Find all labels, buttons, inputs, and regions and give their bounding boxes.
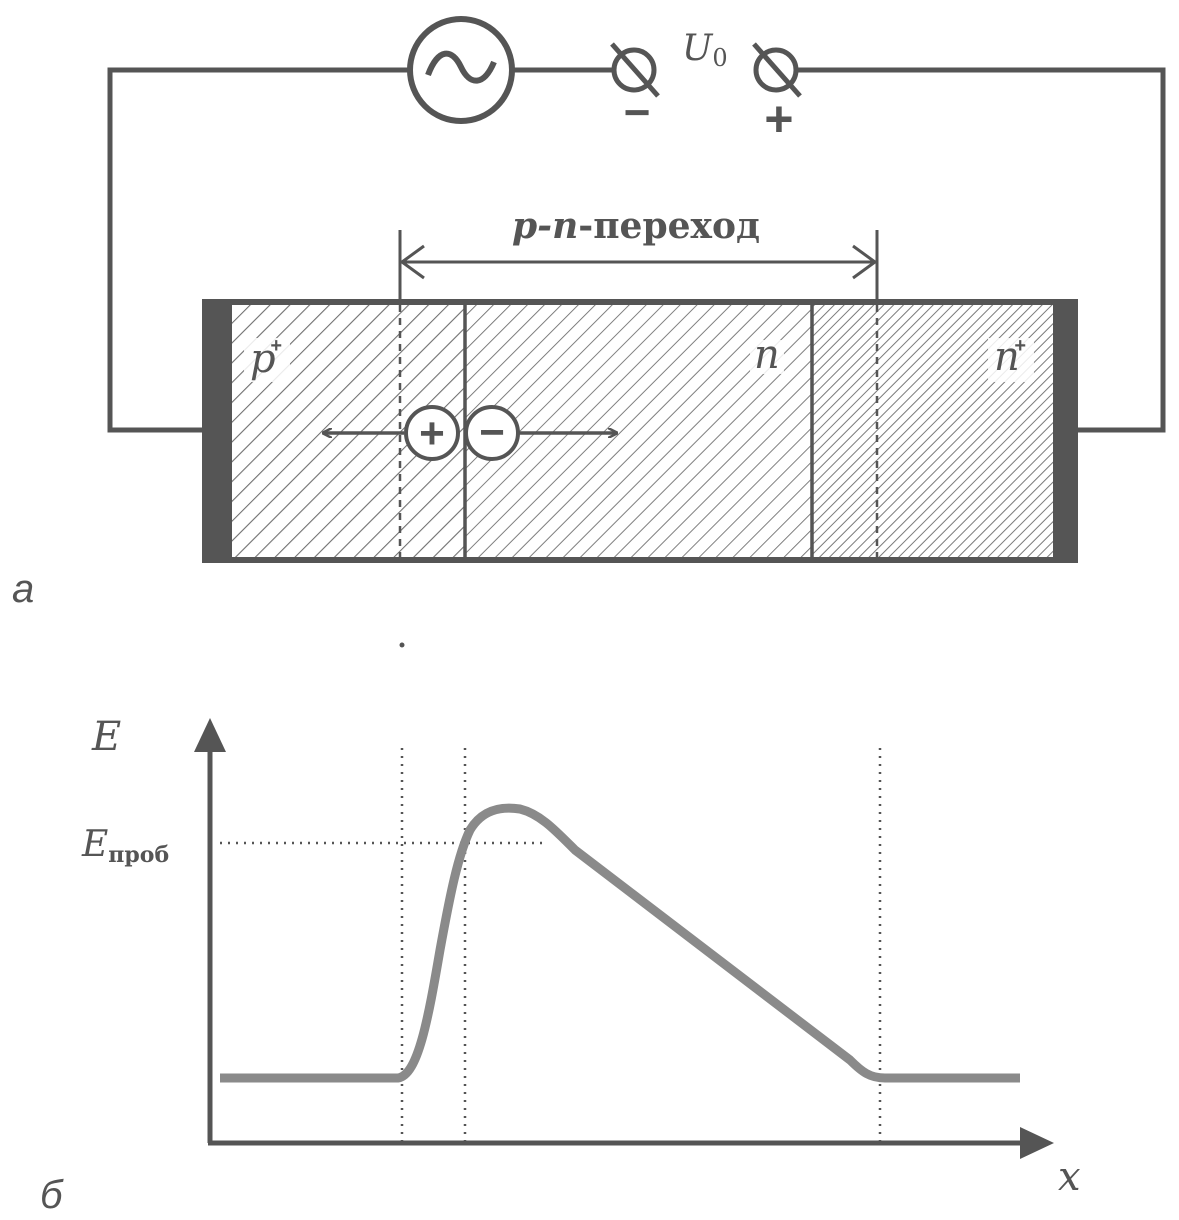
junction-width-indicator [398,230,879,300]
breakdown-field-label: Eпроб [81,824,169,868]
guide-lines [220,748,882,1143]
ac-source-icon [407,16,515,124]
svg-text:n: n [754,332,780,378]
field-curve [220,803,1020,1083]
voltage-label: U0 [682,28,728,72]
svg-text:n: n [994,334,1020,380]
x-axis-arrow-icon [1020,1127,1054,1159]
plus-sign: + [763,91,792,147]
axes [194,718,1054,1159]
y-axis-label: E [91,714,121,760]
x-axis-label: x [1058,1154,1081,1200]
panel-label-a: а [12,567,34,611]
panel-a: − + U0 p-n-переход [12,16,1166,611]
right-contact [1053,302,1075,560]
region-label-p: p + [244,335,290,382]
y-axis-arrow-icon [194,718,226,752]
electron-icon: − [464,405,520,461]
hole-icon: + [404,405,460,461]
circuit-wires [107,67,1166,433]
svg-text:−: − [479,408,505,457]
semiconductor-bar [202,299,1078,563]
panel-b: E x Eпроб б [40,714,1081,1217]
terminal-icon [610,42,660,98]
svg-text:+: + [1014,335,1026,357]
panel-label-b: б [40,1173,64,1217]
svg-text:p: p [250,336,276,382]
region-label-n: n [750,332,784,378]
print-speck [399,642,405,648]
junction-label: p-n-переход [512,205,760,247]
minus-sign: − [623,86,650,138]
region-label-n-plus: n + [988,334,1034,382]
svg-text:+: + [419,409,445,458]
svg-text:+: + [270,335,282,357]
left-contact [205,302,232,560]
terminal-icon [752,42,802,98]
